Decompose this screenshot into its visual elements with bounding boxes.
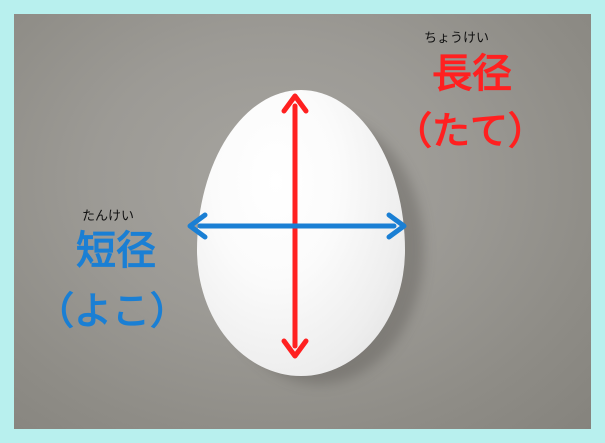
egg [197,90,405,376]
short-axis-sub: （よこ） [36,289,189,333]
short-axis-label: 短径 [76,228,156,274]
short-axis-arrow [187,212,407,240]
long-axis-ruby: ちょうけい [424,31,490,46]
axis-arrows [187,93,407,359]
egg-photo: ちょうけい 長径 （たて） たんけい 短径 （よこ） [14,14,591,429]
long-axis-label: 長径 [432,51,512,97]
short-axis-ruby: たんけい [82,209,135,224]
long-axis-sub: （たて） [394,109,547,153]
